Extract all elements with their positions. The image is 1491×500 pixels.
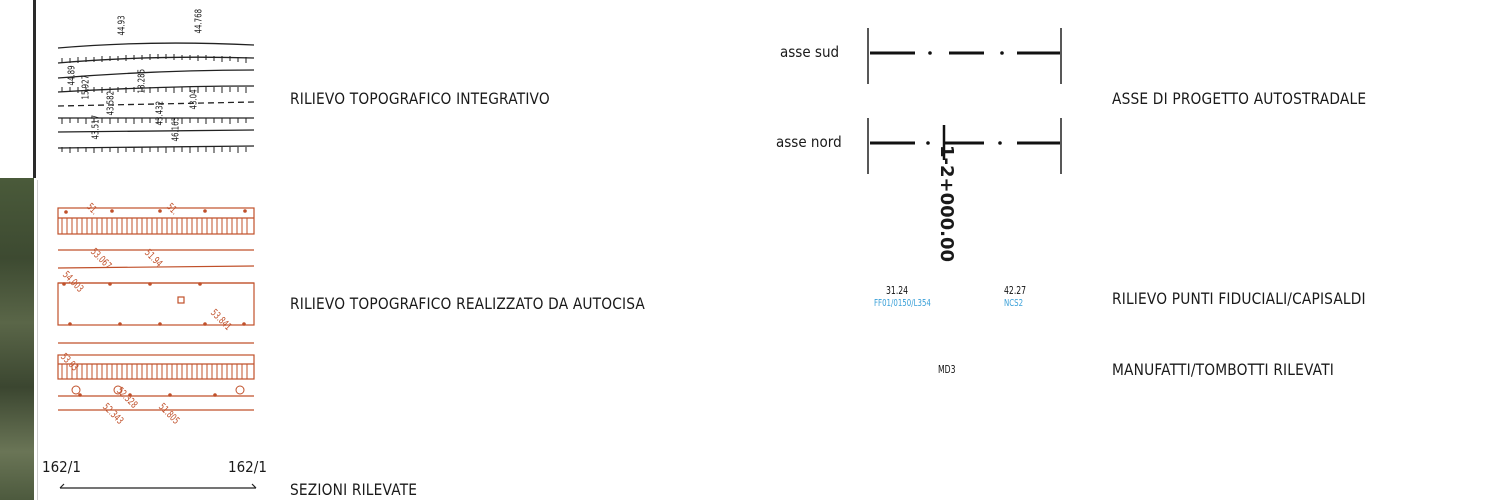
- elev-red-1: 51.: [84, 201, 100, 218]
- legend-label-structures: MANUFATTI/TOMBOTTI RILEVATI: [1112, 360, 1335, 379]
- axis-south-label: asse sud: [780, 43, 840, 61]
- legend-label-axis: ASSE DI PROGETTO AUTOSTRADALE: [1112, 89, 1367, 108]
- fiducial-2-elevation: 42.27: [1004, 284, 1027, 297]
- legend-label-autocisa: RILIEVO TOPOGRAFICO REALIZZATO DA AUTOCI…: [290, 294, 646, 313]
- elev-red-10: 51.94: [142, 247, 165, 270]
- survey-autocisa-symbol: [57, 207, 255, 411]
- elev-red-7: 52.343: [100, 401, 126, 427]
- legend-label-sections: SEZIONI RILEVATE: [290, 480, 418, 499]
- photo-strip: [0, 0, 38, 500]
- fiducial-1-elevation: 31.24: [886, 284, 909, 297]
- aerial-photo-fragment: [0, 178, 34, 500]
- border-rule: [37, 180, 38, 500]
- axis-north-label: asse nord: [776, 133, 842, 151]
- photo-frame: [0, 0, 36, 178]
- structure-code: MD3: [938, 363, 956, 376]
- elev-red-9: 51.805: [156, 401, 182, 427]
- fiducial-2-code: NCS2: [1004, 298, 1024, 309]
- elev-black-9: 43.517: [90, 114, 102, 140]
- legend-label-fiducials: RILIEVO PUNTI FIDUCIALI/CAPISALDI: [1112, 289, 1366, 308]
- fiducial-1-code: FF01/0150/L354: [874, 298, 931, 309]
- elev-black-3: 44.89: [66, 65, 78, 86]
- axis-symbol: [867, 28, 1062, 174]
- elev-red-4: 54.003: [60, 269, 86, 295]
- elev-black-7: 43.432: [154, 100, 166, 126]
- elev-black-1: 44.93: [116, 15, 128, 36]
- section-id-right: 162/1: [228, 458, 267, 476]
- section-id-left: 162/1: [42, 458, 81, 476]
- elev-black-2: 44.768: [193, 8, 205, 34]
- elev-black-6: 43.582: [105, 90, 117, 116]
- section-line: [59, 483, 257, 489]
- legend-label-integrative: RILIEVO TOPOGRAFICO INTEGRATIVO: [290, 89, 550, 108]
- elev-black-10: 43.04: [188, 89, 200, 110]
- elev-red-5: 53.841: [208, 307, 234, 333]
- survey-integrative-symbol: [57, 42, 255, 153]
- elev-red-2: 51.: [164, 201, 180, 218]
- elev-black-5: 18.285: [136, 68, 148, 94]
- elev-red-8: 52.328: [114, 385, 140, 411]
- chainage-label: 1-2+000.00: [936, 144, 958, 263]
- elev-black-4: 15.927: [80, 74, 92, 100]
- elev-black-8: 46.163: [170, 116, 182, 142]
